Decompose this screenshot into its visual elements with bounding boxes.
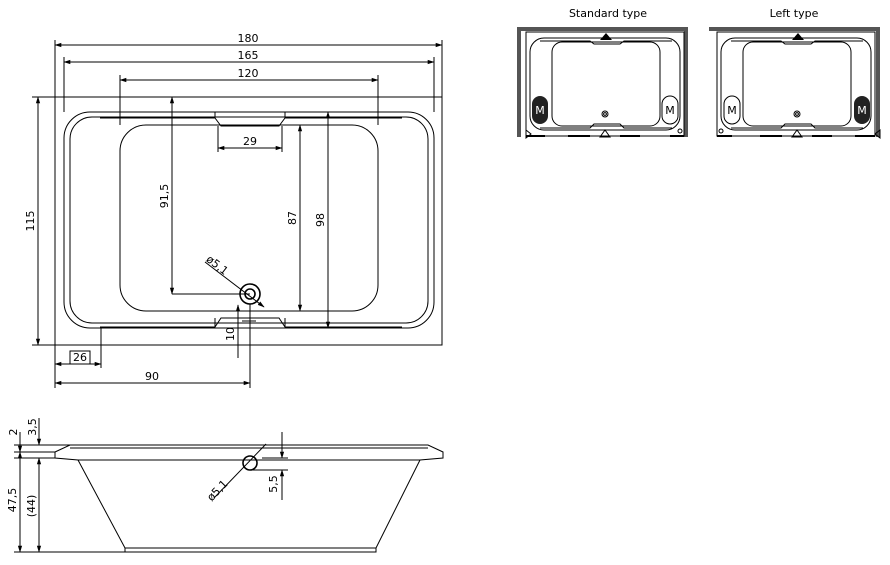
variant-standard-title: Standard type	[569, 7, 647, 20]
plan-view: 180 165 120 29 115 91,5 87 98 ø5,1	[24, 32, 443, 388]
variant-standard-motor-a: M	[535, 104, 545, 117]
tub-basin	[119, 124, 379, 312]
dim-rim-step: 3,5	[26, 418, 39, 436]
dim-overall-height: 47,5	[6, 488, 19, 513]
dim-overall-length: 180	[238, 32, 259, 45]
variant-left-motor-a: M	[727, 104, 737, 117]
dim-drain-from-edge: 90	[145, 370, 159, 383]
dim-overall-width: 115	[24, 211, 37, 232]
dim-overflow-diameter: ø5,1	[204, 477, 230, 503]
dim-basin-length: 120	[238, 67, 259, 80]
variant-standard: Standard type M M	[517, 7, 688, 140]
section-view: ø5,1 5,5 3,5 2 47,5 (44)	[6, 418, 444, 553]
tub-outer-rim	[54, 96, 443, 346]
variant-left-title: Left type	[770, 7, 819, 20]
dim-headrest-gap: 29	[243, 135, 257, 148]
dim-overflow-height: 5,5	[267, 475, 280, 493]
dim-drain-diameter: ø5,1	[204, 253, 231, 278]
variant-left: Left type M M	[709, 7, 881, 140]
tub-inner-rim	[63, 111, 435, 329]
overflow-circle	[242, 455, 258, 471]
dim-rim-thickness: 2	[7, 429, 20, 436]
dim-basin-width: 87	[286, 211, 299, 225]
variant-left-motor-b: M	[857, 104, 867, 117]
dim-inner-depth: (44)	[25, 495, 38, 518]
dim-corner-offset: 26	[73, 351, 87, 364]
dim-drain-depth: 91,5	[158, 184, 171, 209]
headrest-top	[100, 117, 402, 127]
tub-inner-rim-2	[69, 116, 429, 324]
dim-inner-length: 165	[238, 49, 259, 62]
dim-inner-width: 98	[314, 213, 327, 227]
variant-standard-motor-b: M	[665, 104, 675, 117]
dim-edge-offset: 10	[224, 327, 237, 341]
